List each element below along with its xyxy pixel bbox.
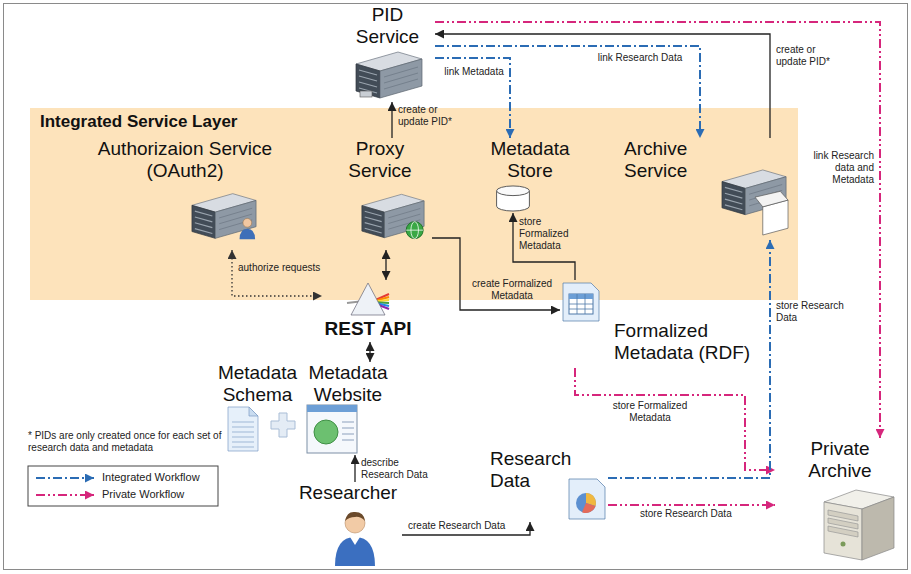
web-icon	[306, 404, 358, 454]
table-icon	[562, 282, 600, 322]
server-icon	[360, 188, 426, 244]
private-archive: Private Archive	[775, 438, 905, 565]
node-label: Metadata Store	[470, 138, 590, 182]
doc-icon	[227, 406, 259, 452]
connector-label: create Research Data	[408, 520, 526, 532]
connector-label: link Research Data	[590, 52, 690, 64]
connector-label: create Formalized Metadata	[466, 278, 558, 302]
service-layer-ground	[30, 108, 798, 300]
workflow-connector	[435, 22, 880, 438]
workflow-connector	[435, 46, 700, 138]
node-label: Authorizaion Service (OAuth2)	[95, 138, 275, 182]
metadata-website: Metadata Website	[302, 362, 396, 455]
rest-api: REST API	[322, 280, 416, 342]
node-label: REST API	[322, 318, 414, 340]
pie-icon	[568, 478, 606, 520]
connector-label: create or update PID*	[776, 44, 848, 68]
workflow-connector	[354, 455, 355, 482]
workflow-connector	[391, 102, 392, 138]
tower-icon	[820, 488, 898, 562]
legend-text: Private Workflow	[102, 488, 184, 501]
connector-label: describe Research Data	[361, 457, 433, 481]
node-label: Formalized Metadata (RDF)	[614, 320, 760, 364]
research-data: Research Data	[490, 448, 608, 522]
researcher: Researcher	[296, 482, 402, 568]
node-label: Researcher	[296, 482, 400, 504]
connector-label: store Research Data	[640, 508, 765, 520]
connector-label: link Metadata	[444, 66, 504, 78]
legend-sample	[36, 477, 94, 479]
node-label: Proxy Service	[330, 138, 430, 182]
legend-text: Integrated Workflow	[102, 471, 200, 484]
cyl-icon	[495, 185, 531, 212]
workflow-connector	[385, 250, 386, 280]
server-icon	[190, 188, 258, 244]
node-label: Research Data	[490, 448, 572, 492]
pid-service: PID Service	[340, 4, 435, 102]
node-label: Integrated Service Layer	[40, 111, 440, 133]
workflow-connector	[575, 368, 775, 470]
connector-label: link Research data and Metadata	[798, 150, 874, 186]
plus-symbol	[271, 413, 295, 437]
workflow-connector	[608, 504, 775, 506]
person-icon	[332, 507, 378, 567]
node-label: Metadata Schema	[215, 362, 300, 406]
footnote: * PIDs are only created once for each se…	[28, 430, 223, 454]
workflow-connector	[435, 34, 770, 138]
connector-label: authorize requests	[238, 262, 324, 274]
metadata-schema: Metadata Schema	[215, 362, 302, 455]
connector-label: create or update PID*	[398, 104, 462, 128]
service-layer-band: Integrated Service LayerAuthorizaion Ser…	[30, 108, 798, 300]
connector-label: store Formalized Metadata	[600, 400, 700, 424]
workflow-connector	[513, 213, 575, 280]
proxy-service: Proxy Service	[330, 138, 432, 250]
node-label: Archive Service	[624, 138, 719, 182]
legend-box	[28, 466, 218, 506]
archive-service: Archive Service	[620, 138, 795, 240]
node-label: PID Service	[343, 4, 433, 48]
frame	[4, 4, 908, 570]
node-label: Private Archive	[790, 438, 890, 482]
prism-icon	[347, 281, 389, 317]
archive-icon	[720, 168, 790, 236]
connector-label: store Research Data	[776, 300, 848, 324]
workflow-connector	[369, 342, 370, 362]
node-label: Metadata Website	[302, 362, 394, 406]
authorization-service: Authorizaion Service (OAuth2)	[55, 138, 315, 250]
formalized-metadata: Formalized Metadata (RDF)	[560, 280, 762, 368]
connector-label: store Formalized Metadata	[519, 216, 575, 252]
workflow-connector	[608, 240, 770, 478]
legend-sample	[36, 494, 94, 496]
server-icon	[354, 50, 424, 100]
metadata-store: Metadata Store	[470, 138, 592, 213]
